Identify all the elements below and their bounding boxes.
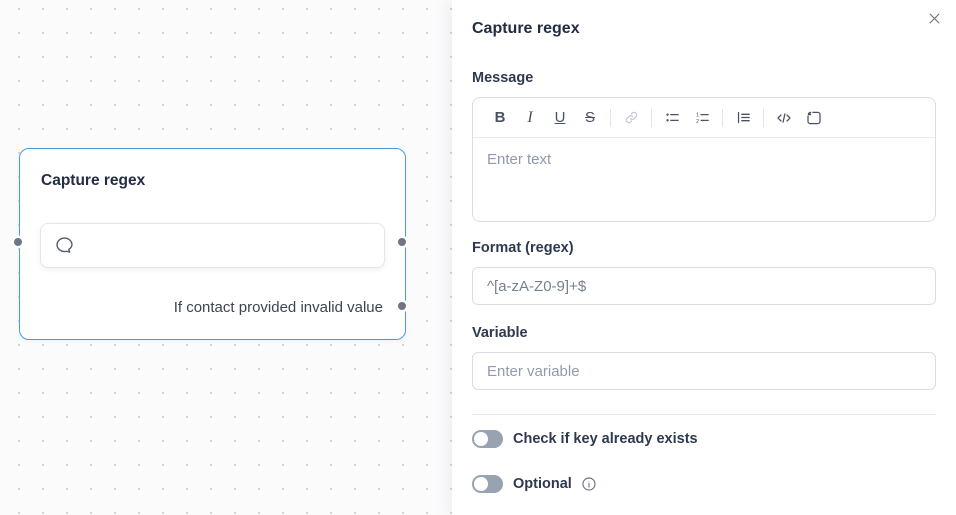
toggle-knob: [474, 477, 488, 491]
underline-button[interactable]: U: [554, 109, 566, 126]
toolbar-divider: [651, 108, 652, 127]
panel-title: Capture regex: [472, 20, 580, 37]
check-key-toggle-label: Check if key already exists: [513, 431, 698, 447]
toolbar-divider: [610, 108, 611, 127]
format-regex-label: Format (regex): [472, 240, 574, 256]
output-port-success[interactable]: [398, 238, 406, 246]
code-icon[interactable]: [769, 105, 799, 131]
output-port-invalid[interactable]: [398, 302, 406, 310]
message-label: Message: [472, 70, 534, 86]
strikethrough-button[interactable]: S: [584, 109, 595, 126]
link-icon[interactable]: [616, 105, 646, 131]
node-message-preview[interactable]: [40, 223, 385, 268]
optional-toggle[interactable]: [472, 475, 503, 493]
snippet-icon[interactable]: [799, 105, 829, 131]
optional-toggle-label: Optional: [513, 476, 572, 492]
ordered-list-icon[interactable]: 1 2: [687, 105, 717, 131]
toolbar-divider: [763, 108, 764, 127]
section-divider: [472, 414, 936, 415]
toolbar-divider: [722, 108, 723, 127]
close-icon[interactable]: [924, 8, 944, 28]
svg-text:2: 2: [696, 119, 699, 125]
italic-button[interactable]: I: [527, 108, 533, 126]
variable-label: Variable: [472, 325, 528, 341]
capture-regex-settings-panel: Capture regex Message B I U S: [452, 0, 956, 515]
node-title: Capture regex: [41, 172, 146, 189]
check-key-toggle-row: Check if key already exists: [472, 429, 936, 449]
toggle-knob: [474, 432, 488, 446]
flow-canvas[interactable]: Capture regex If contact provided invali…: [0, 0, 452, 515]
info-icon[interactable]: [581, 476, 597, 492]
chat-bubble-icon: [54, 235, 75, 256]
message-editor-toolbar: B I U S 1 2: [473, 98, 935, 138]
message-editor-body[interactable]: Enter text: [487, 151, 552, 168]
format-regex-input[interactable]: [472, 267, 936, 305]
node-fail-branch-label: If contact provided invalid value: [173, 299, 383, 316]
capture-regex-node[interactable]: Capture regex If contact provided invali…: [19, 148, 406, 340]
blockquote-icon[interactable]: [728, 105, 758, 131]
check-key-toggle[interactable]: [472, 430, 503, 448]
bullet-list-icon[interactable]: [657, 105, 687, 131]
bold-button[interactable]: B: [494, 109, 506, 126]
variable-input[interactable]: [472, 352, 936, 390]
message-editor: B I U S 1 2: [472, 97, 936, 222]
svg-text:1: 1: [696, 112, 699, 118]
input-port-left[interactable]: [14, 238, 22, 246]
optional-toggle-row: Optional: [472, 474, 936, 494]
